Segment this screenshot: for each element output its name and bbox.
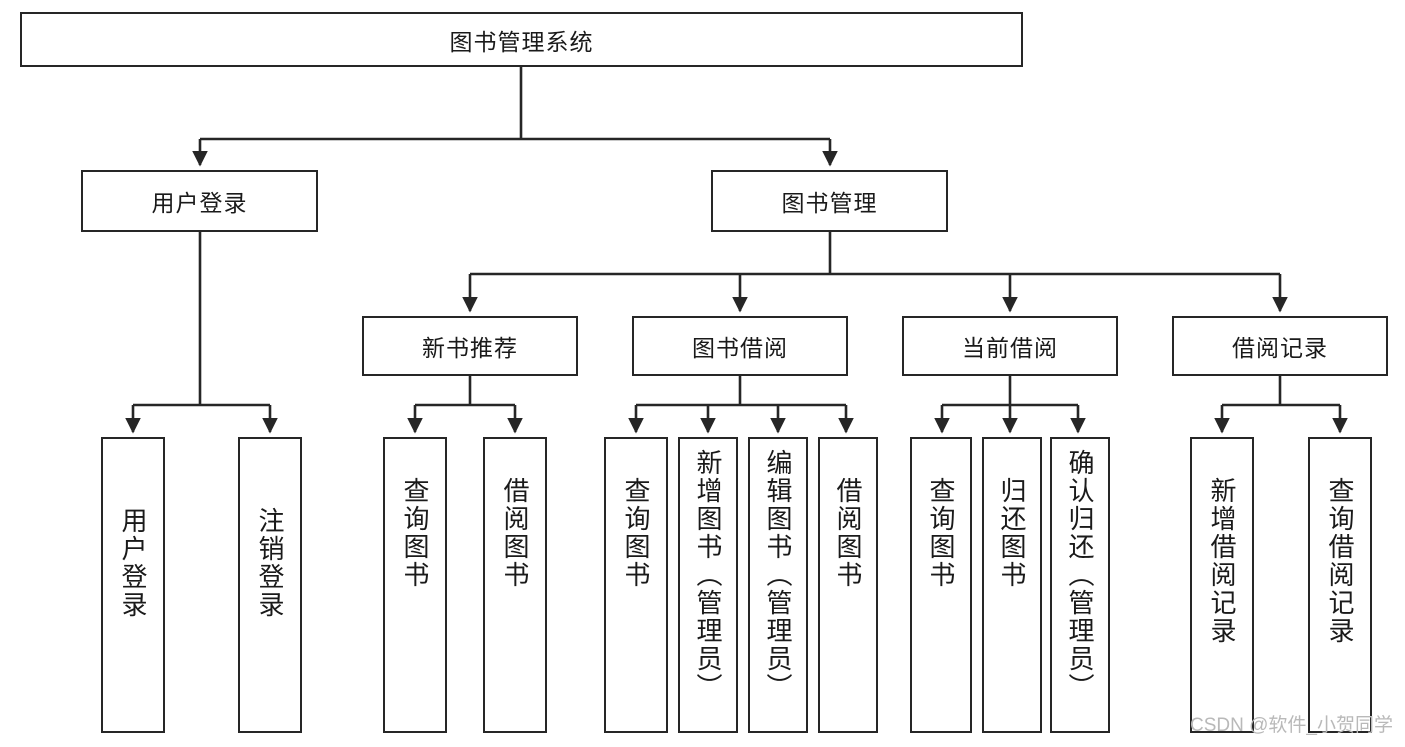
node-label: 图书借阅	[692, 335, 788, 361]
leaf-label: 注销登录	[255, 507, 286, 619]
node-user-login[interactable]: 用户登录	[81, 170, 318, 232]
node-label: 新书推荐	[422, 335, 518, 361]
watermark-text: CSDN @软件_小贺同学	[1190, 715, 1393, 736]
leaf-label: 新增借阅记录	[1207, 477, 1238, 645]
leaf-borrow-book[interactable]: 借阅图书	[818, 437, 878, 733]
leaf-label: 借阅图书	[833, 477, 864, 589]
leaf-label: 查询图书	[926, 477, 957, 589]
leaf-borrow-book-recommend[interactable]: 借阅图书	[483, 437, 547, 733]
leaf-label: 借阅图书	[500, 477, 531, 589]
node-label: 借阅记录	[1232, 335, 1328, 361]
leaf-label: 查询图书	[400, 477, 431, 589]
leaf-add-book-admin[interactable]: 新增图书（管理员）	[678, 437, 738, 733]
leaf-user-login[interactable]: 用户登录	[101, 437, 165, 733]
node-book-management[interactable]: 图书管理	[711, 170, 948, 232]
leaf-label: 新增图书（管理员）	[693, 449, 724, 701]
node-new-book-recommend[interactable]: 新书推荐	[362, 316, 578, 376]
leaf-edit-book-admin[interactable]: 编辑图书（管理员）	[748, 437, 808, 733]
node-label: 图书管理系统	[449, 28, 594, 55]
node-label: 用户登录	[151, 190, 248, 216]
leaf-confirm-return-admin[interactable]: 确认归还（管理员）	[1050, 437, 1110, 733]
node-book-borrow[interactable]: 图书借阅	[632, 316, 848, 376]
leaf-query-borrow-record[interactable]: 查询借阅记录	[1308, 437, 1372, 733]
leaf-query-book-borrow[interactable]: 查询图书	[604, 437, 668, 733]
node-label: 当前借阅	[962, 335, 1058, 361]
leaf-return-book[interactable]: 归还图书	[982, 437, 1042, 733]
leaf-label: 用户登录	[118, 507, 149, 619]
leaf-query-book-recommend[interactable]: 查询图书	[383, 437, 447, 733]
node-borrow-record[interactable]: 借阅记录	[1172, 316, 1388, 376]
leaf-query-book-current[interactable]: 查询图书	[910, 437, 972, 733]
leaf-label: 查询图书	[621, 477, 652, 589]
node-current-borrow[interactable]: 当前借阅	[902, 316, 1118, 376]
leaf-label: 查询借阅记录	[1325, 477, 1356, 645]
leaf-label: 编辑图书（管理员）	[763, 449, 794, 701]
leaf-label: 确认归还（管理员）	[1065, 449, 1096, 701]
leaf-logout[interactable]: 注销登录	[238, 437, 302, 733]
leaf-label: 归还图书	[997, 477, 1028, 589]
leaf-add-borrow-record[interactable]: 新增借阅记录	[1190, 437, 1254, 733]
node-label: 图书管理	[781, 190, 878, 216]
node-root-book-management-system[interactable]: 图书管理系统	[20, 12, 1023, 67]
